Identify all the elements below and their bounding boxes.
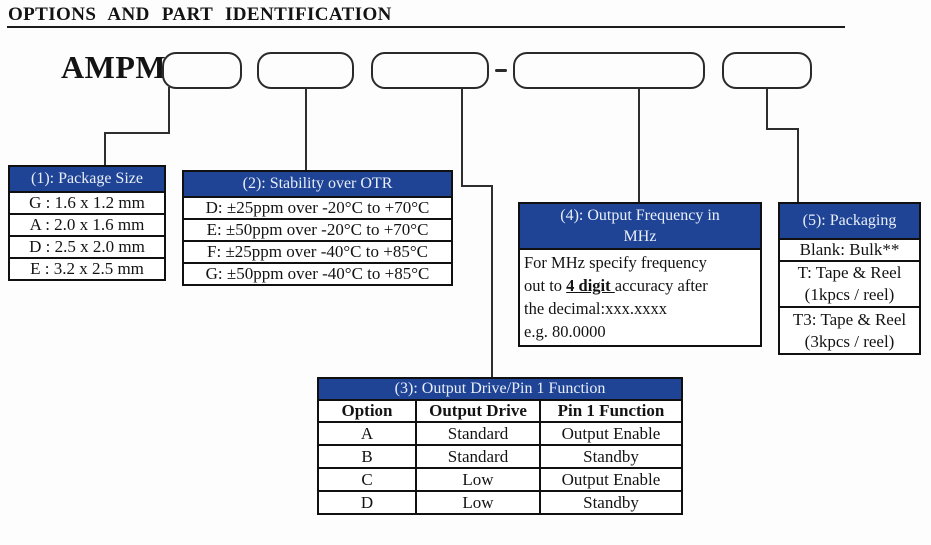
- table-row: Blank: Bulk**: [780, 238, 919, 260]
- table-cell: Standard: [415, 421, 539, 444]
- output-frequency-table: (4): Output Frequency in MHz For MHz spe…: [518, 202, 762, 347]
- part-code-box-2: [257, 52, 354, 89]
- output-frequency-body: For MHz specify frequency out to 4 digit…: [520, 248, 760, 345]
- table-cell: A: [319, 421, 415, 444]
- table-cell: Low: [415, 490, 539, 513]
- table-row: E : 3.2 x 2.5 mm: [10, 257, 164, 279]
- table-row: T3: Tape & Reel (3kpcs / reel): [780, 306, 919, 353]
- table-row: T: Tape & Reel (1kpcs / reel): [780, 260, 919, 306]
- table-cell: Standard: [415, 444, 539, 467]
- connector-box5-h: [766, 128, 799, 130]
- stability-header: (2): Stability over OTR: [184, 172, 451, 196]
- table-row: D: ±25ppm over -20°C to +70°C: [184, 196, 451, 218]
- table-cell: Output Enable: [539, 467, 681, 490]
- table-row: G : 1.6 x 1.2 mm: [10, 191, 164, 213]
- part-prefix-label: AMPM: [61, 49, 167, 85]
- connector-box1-h: [104, 132, 170, 134]
- table-cell: D: [319, 490, 415, 513]
- output-drive-header: (3): Output Drive/Pin 1 Function: [319, 379, 681, 399]
- connector-box1-v2: [104, 132, 106, 166]
- packaging-table: (5): Packaging Blank: Bulk** T: Tape & R…: [778, 202, 921, 355]
- table-cell: Standby: [539, 444, 681, 467]
- packaging-header: (5): Packaging: [780, 204, 919, 238]
- table-cell: Standby: [539, 490, 681, 513]
- table-row: A : 2.0 x 1.6 mm: [10, 213, 164, 235]
- output-drive-table: (3): Output Drive/Pin 1 Function Option …: [317, 377, 683, 515]
- table-cell: Low: [415, 467, 539, 490]
- stability-table: (2): Stability over OTR D: ±25ppm over -…: [182, 170, 453, 286]
- section-title: OPTIONS AND PART IDENTIFICATION: [8, 4, 392, 25]
- package-size-table: (1): Package Size G : 1.6 x 1.2 mm A : 2…: [8, 165, 166, 281]
- connector-box3-h: [461, 185, 493, 187]
- output-frequency-header-line1: (4): Output Frequency in: [560, 207, 720, 224]
- table-cell: Output Enable: [539, 421, 681, 444]
- frequency-note-line1: For MHz specify frequency: [524, 253, 707, 272]
- frequency-note-line4: e.g. 80.0000: [524, 322, 606, 341]
- output-frequency-header: (4): Output Frequency in MHz: [520, 204, 760, 248]
- table-cell: C: [319, 467, 415, 490]
- frequency-note-line2: out to 4 digit accuracy after: [524, 276, 708, 295]
- output-frequency-header-line2: MHz: [623, 228, 657, 245]
- connector-box2-v: [305, 87, 307, 171]
- part-code-box-1: [162, 52, 242, 89]
- dash-separator: [495, 69, 507, 72]
- part-code-box-5: [722, 52, 812, 89]
- column-header-option: Option: [319, 399, 415, 421]
- table-row: F: ±25ppm over -40°C to +85°C: [184, 240, 451, 262]
- connector-box1-v1: [168, 87, 170, 134]
- output-drive-grid: Option Output Drive Pin 1 Function A Sta…: [319, 399, 681, 513]
- table-row: D : 2.5 x 2.0 mm: [10, 235, 164, 257]
- connector-box5-v2: [797, 128, 799, 204]
- part-code-box-3: [371, 52, 489, 89]
- connector-box5-v1: [766, 87, 768, 130]
- package-size-header: (1): Package Size: [10, 167, 164, 191]
- column-header-output-drive: Output Drive: [415, 399, 539, 421]
- column-header-pin1: Pin 1 Function: [539, 399, 681, 421]
- table-cell: B: [319, 444, 415, 467]
- title-underline-rule: [7, 26, 845, 28]
- part-code-box-4: [513, 52, 705, 89]
- connector-box4-v: [638, 87, 640, 203]
- four-digit-emphasis: 4 digit: [566, 276, 615, 295]
- connector-box3-v2: [491, 185, 493, 378]
- table-row: E: ±50ppm over -20°C to +70°C: [184, 218, 451, 240]
- frequency-note-line3: the decimal:xxx.xxxx: [524, 299, 667, 318]
- connector-box3-v1: [461, 87, 463, 187]
- table-row: G: ±50ppm over -40°C to +85°C: [184, 262, 451, 284]
